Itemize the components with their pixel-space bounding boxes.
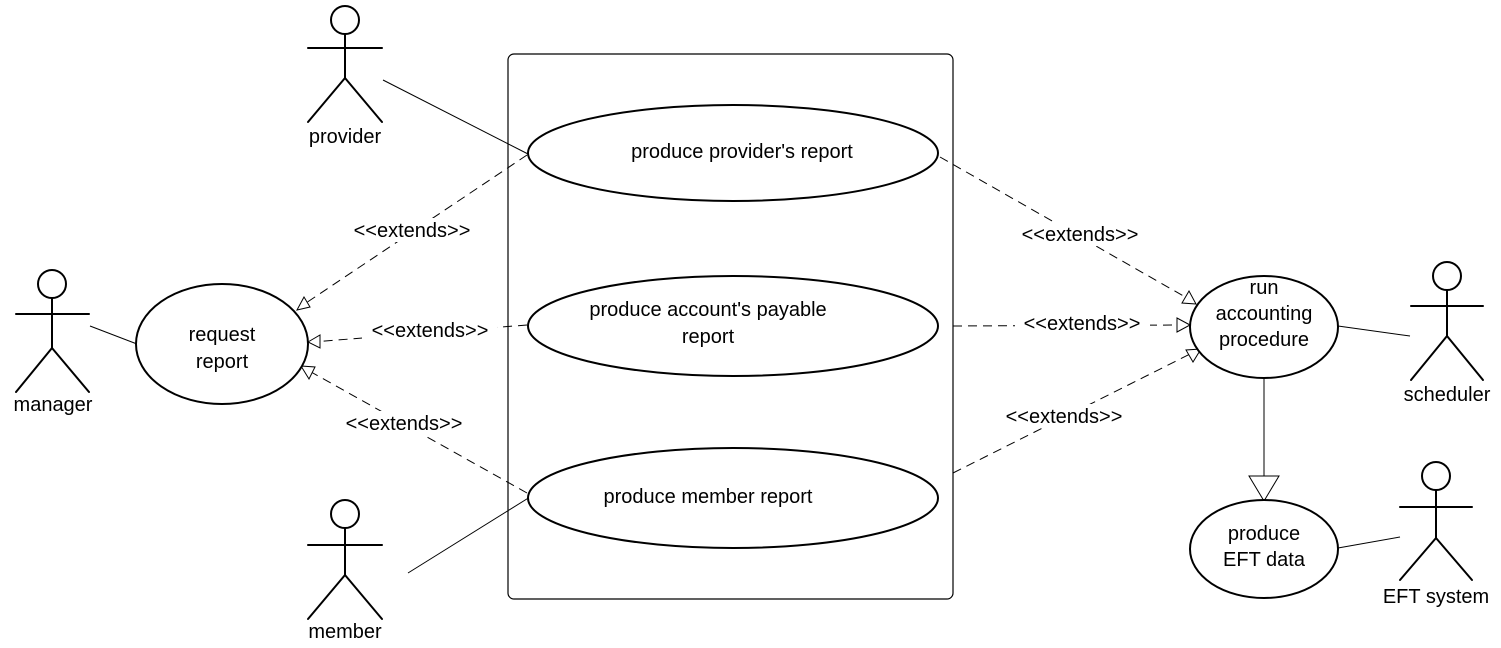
association-member <box>407 496 531 574</box>
actor-head <box>37 269 67 299</box>
svg-text:<<extends>>: <<extends>> <box>372 320 489 342</box>
extends-arrowhead-provider-to-request <box>296 295 311 311</box>
actor-head <box>330 499 360 529</box>
use-case-run-accounting-procedure: run accounting procedure <box>1189 275 1339 379</box>
actor-head <box>330 5 360 35</box>
svg-text:produce: produce <box>1228 523 1300 545</box>
extends-arrowhead-member-to-accounting <box>1185 348 1202 363</box>
extends-label-payable-to-accounting: <<extends>> <box>1015 311 1150 335</box>
extends-line-provider-to-accounting <box>939 156 1195 303</box>
extends-line-payable-to-accounting <box>952 324 1187 327</box>
svg-text:accounting: accounting <box>1216 303 1313 325</box>
extends-label-payable-to-request: <<extends>> <box>362 318 497 342</box>
extends-label-provider-to-accounting: <<extends>> <box>1013 222 1148 246</box>
actor-label-member: member <box>308 621 382 643</box>
svg-text:run: run <box>1250 277 1279 299</box>
actor-right-leg <box>344 77 383 123</box>
actor-label-eft-system: EFT system <box>1383 586 1489 608</box>
actor-left-leg <box>307 77 346 123</box>
use-case-request-report: request report <box>135 283 309 405</box>
svg-text:<<extends>>: <<extends>> <box>354 220 471 242</box>
svg-text:<<extends>>: <<extends>> <box>1006 406 1123 428</box>
actor-left-leg <box>1410 335 1448 381</box>
actor-label-scheduler: scheduler <box>1404 384 1491 406</box>
svg-text:produce member report: produce member report <box>604 486 813 508</box>
extends-label-member-to-accounting: <<extends>> <box>997 404 1132 428</box>
generalization-arrowhead <box>1248 475 1280 502</box>
extends-label-provider-to-request: <<extends>> <box>345 218 480 242</box>
svg-text:<<extends>>: <<extends>> <box>346 413 463 435</box>
use-case-produce-provider-report: produce provider's report <box>527 104 939 202</box>
actor-left-leg <box>15 347 53 393</box>
actor-right-leg <box>1435 537 1473 581</box>
actor-label-provider: provider <box>309 126 382 148</box>
svg-text:<<extends>>: <<extends>> <box>1024 313 1141 335</box>
svg-text:report: report <box>682 326 735 348</box>
actor-manager: manager <box>14 269 93 416</box>
extends-arrowhead-member-to-request <box>300 365 316 381</box>
actor-head <box>1421 461 1451 491</box>
use-case-produce-payable-report: produce account's payable report <box>527 275 939 377</box>
use-case-produce-member-report: produce member report <box>527 447 939 549</box>
actor-provider: provider <box>307 5 383 148</box>
actor-right-leg <box>344 574 383 620</box>
actor-head <box>1432 261 1462 291</box>
association-manager <box>89 325 138 345</box>
association-eft-system <box>1337 536 1401 549</box>
use-case-produce-eft-data: produce EFT data <box>1189 499 1339 599</box>
actor-left-leg <box>307 574 346 620</box>
actor-right-leg <box>51 347 90 393</box>
svg-text:EFT data: EFT data <box>1223 549 1306 571</box>
actor-eft-system: EFT system <box>1383 461 1489 608</box>
extends-arrowhead-payable-to-request <box>306 334 321 349</box>
association-scheduler <box>1337 325 1411 337</box>
svg-text:produce account's payable: produce account's payable <box>589 299 826 321</box>
svg-text:request: request <box>189 324 256 346</box>
svg-text:produce provider's report: produce provider's report <box>631 141 853 163</box>
actor-left-leg <box>1399 537 1437 581</box>
actor-label-manager: manager <box>14 394 93 416</box>
extends-arrowhead-provider-to-accounting <box>1181 289 1197 305</box>
extends-label-member-to-request: <<extends>> <box>336 411 471 435</box>
extends-arrowhead-payable-to-accounting <box>1176 317 1192 333</box>
svg-text:<<extends>>: <<extends>> <box>1022 224 1139 246</box>
svg-text:procedure: procedure <box>1219 329 1309 351</box>
actor-right-leg <box>1446 335 1484 381</box>
actor-scheduler: scheduler <box>1404 261 1491 406</box>
actor-member: member <box>307 499 383 643</box>
association-provider <box>382 79 531 156</box>
svg-text:report: report <box>196 351 249 373</box>
